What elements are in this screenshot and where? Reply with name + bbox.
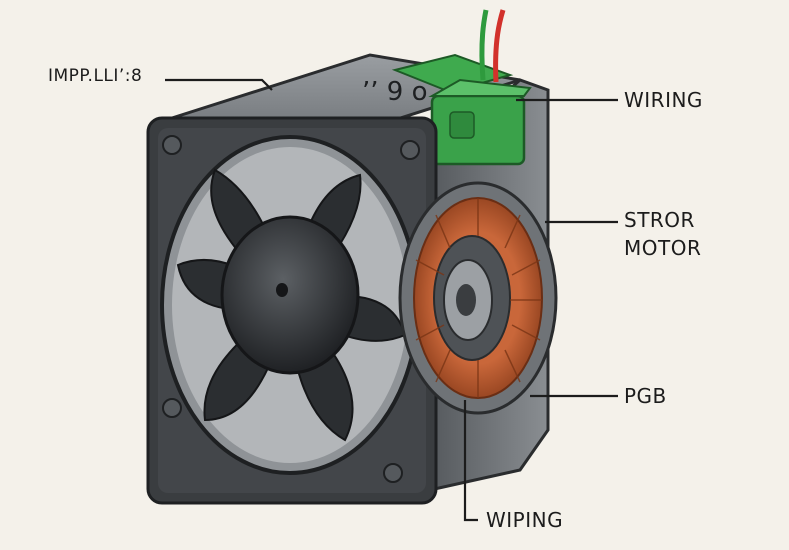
motor-coil-icon: [398, 181, 558, 415]
label-wiring-top: WIRING: [624, 88, 703, 112]
leader-impeller: [165, 78, 273, 91]
connector-icon: [391, 53, 532, 166]
label-stator-line1: STROR: [624, 208, 695, 232]
leader-wiring-bottom: [463, 400, 478, 522]
fan-hub: [220, 215, 360, 375]
frame-screws: [162, 135, 420, 483]
label-impeller: IMPP.LLI’:8: [48, 66, 143, 86]
label-stator-line2: MOTOR: [624, 236, 702, 260]
leader-lines: [165, 78, 618, 522]
housing-mark: ’’ 9 o: [362, 77, 428, 107]
label-wiring-bottom: WIPING: [486, 508, 564, 532]
green-wire: [479, 9, 489, 81]
red-wire: [493, 9, 506, 83]
label-pcb: PGB: [624, 384, 667, 408]
